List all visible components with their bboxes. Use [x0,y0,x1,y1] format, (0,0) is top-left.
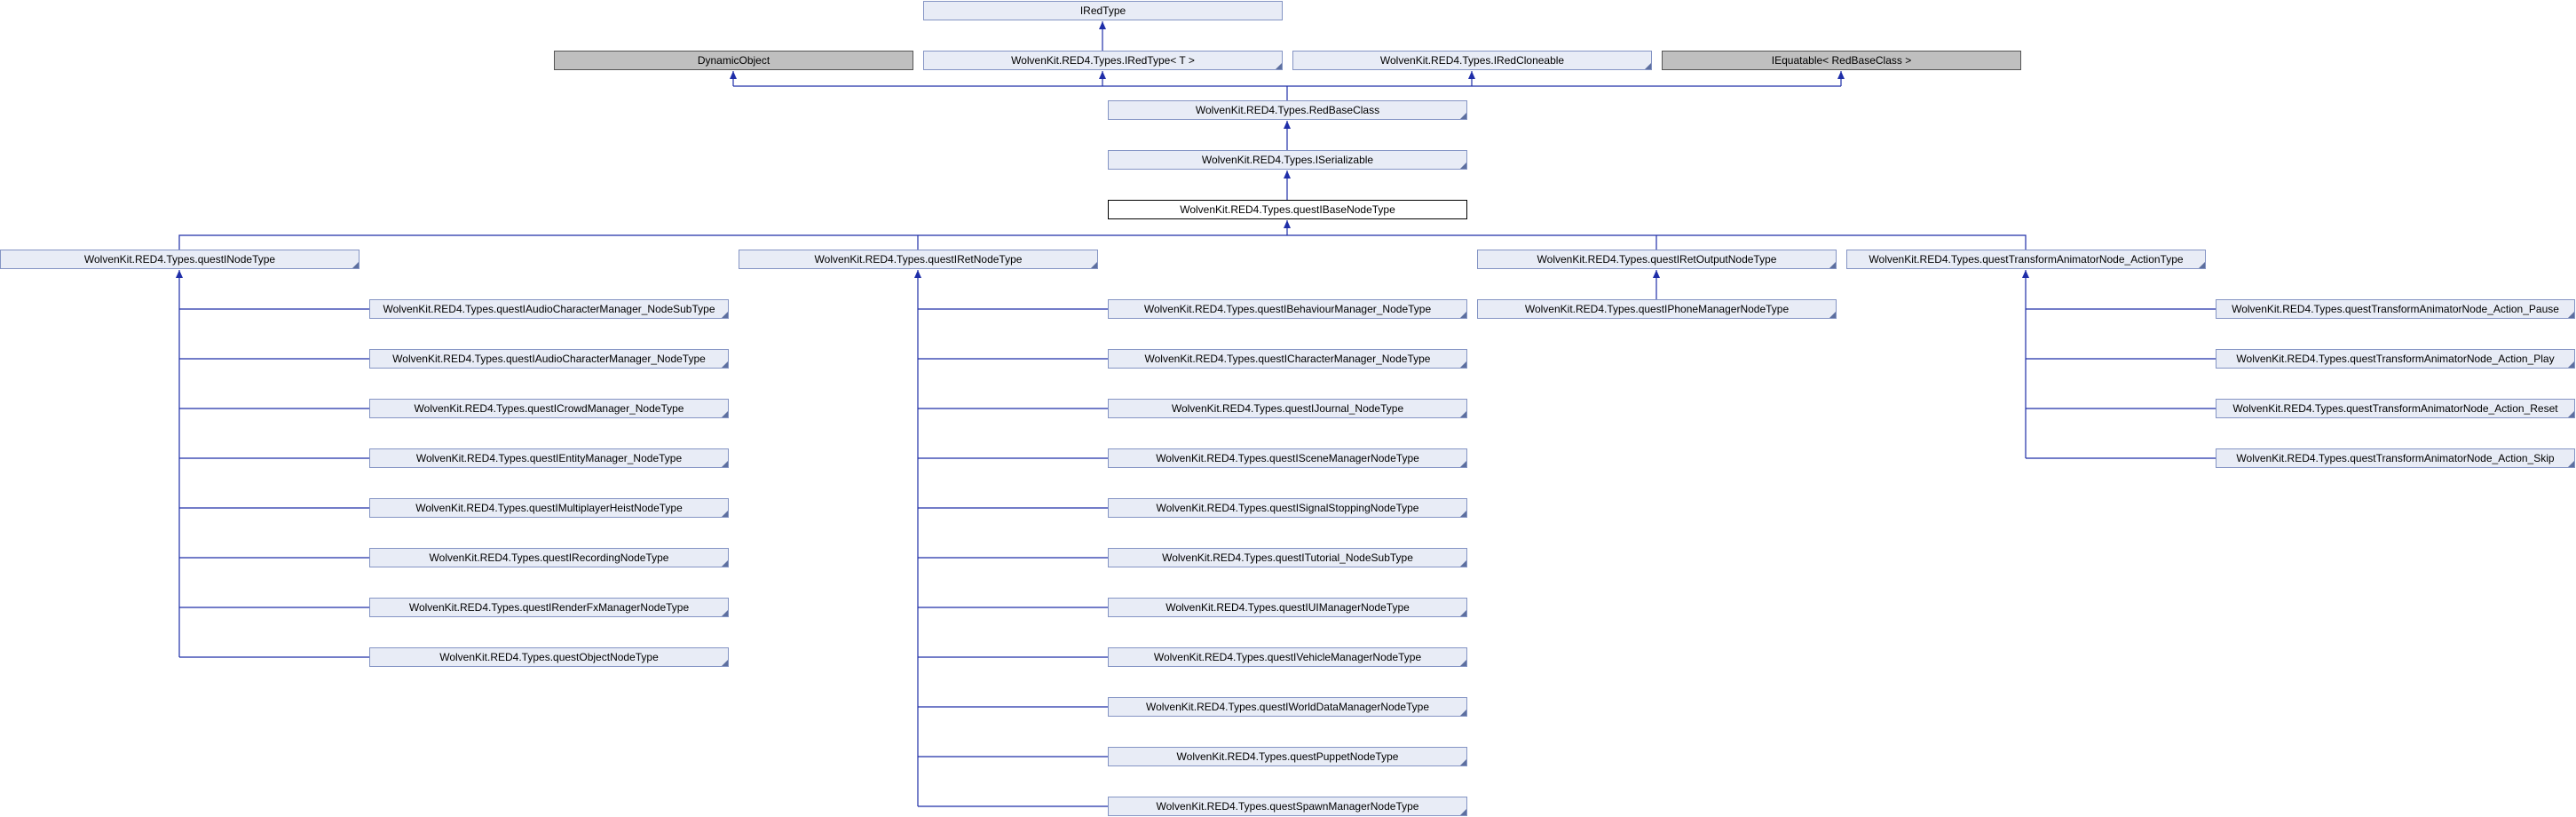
node-questiscenemanagernodetype[interactable]: WolvenKit.RED4.Types.questISceneManagerN… [1108,448,1467,468]
node-action-play[interactable]: WolvenKit.RED4.Types.questTransformAnima… [2216,349,2575,369]
node-questibasenodetype: WolvenKit.RED4.Types.questIBaseNodeType [1108,200,1467,219]
node-iserializable[interactable]: WolvenKit.RED4.Types.ISerializable [1108,150,1467,170]
node-action-reset[interactable]: WolvenKit.RED4.Types.questTransformAnima… [2216,399,2575,418]
node-questirenderfxmanagernodetype[interactable]: WolvenKit.RED4.Types.questIRenderFxManag… [369,598,729,617]
node-questiuimanagernodetype[interactable]: WolvenKit.RED4.Types.questIUIManagerNode… [1108,598,1467,617]
node-questibehaviourmanager-nodetype[interactable]: WolvenKit.RED4.Types.questIBehaviourMana… [1108,299,1467,319]
node-questiretoutputnodetype[interactable]: WolvenKit.RED4.Types.questIRetOutputNode… [1477,250,1837,269]
node-iredcloneable[interactable]: WolvenKit.RED4.Types.IRedCloneable [1292,51,1652,70]
node-questirecordingnodetype[interactable]: WolvenKit.RED4.Types.questIRecordingNode… [369,548,729,567]
node-questiaudiocharactermanager-nodetype[interactable]: WolvenKit.RED4.Types.questIAudioCharacte… [369,349,729,369]
node-questijournal-nodetype[interactable]: WolvenKit.RED4.Types.questIJournal_NodeT… [1108,399,1467,418]
node-questisignalstoppingnodetype[interactable]: WolvenKit.RED4.Types.questISignalStoppin… [1108,498,1467,518]
node-questiretnodetype[interactable]: WolvenKit.RED4.Types.questIRetNodeType [739,250,1098,269]
node-questinodetype[interactable]: WolvenKit.RED4.Types.questINodeType [0,250,360,269]
node-questicrowdmanager-nodetype[interactable]: WolvenKit.RED4.Types.questICrowdManager_… [369,399,729,418]
node-questiphonemanagernodetype[interactable]: WolvenKit.RED4.Types.questIPhoneManagerN… [1477,299,1837,319]
node-questientitymanager-nodetype[interactable]: WolvenKit.RED4.Types.questIEntityManager… [369,448,729,468]
node-action-pause[interactable]: WolvenKit.RED4.Types.questTransformAnima… [2216,299,2575,319]
node-questiaudiocharactermanager-nodesubtype[interactable]: WolvenKit.RED4.Types.questIAudioCharacte… [369,299,729,319]
node-questiworlddatamanagernodetype[interactable]: WolvenKit.RED4.Types.questIWorldDataMana… [1108,697,1467,717]
node-questspawnmanagernodetype[interactable]: WolvenKit.RED4.Types.questSpawnManagerNo… [1108,797,1467,816]
node-questtransformanimatornode-actiontype[interactable]: WolvenKit.RED4.Types.questTransformAnima… [1846,250,2206,269]
node-questobjectnodetype[interactable]: WolvenKit.RED4.Types.questObjectNodeType [369,647,729,667]
node-questimultiplayerheistnodetype[interactable]: WolvenKit.RED4.Types.questIMultiplayerHe… [369,498,729,518]
node-questicharactermanager-nodetype[interactable]: WolvenKit.RED4.Types.questICharacterMana… [1108,349,1467,369]
node-questivehiclemanagernodetype[interactable]: WolvenKit.RED4.Types.questIVehicleManage… [1108,647,1467,667]
node-iredtype: IRedType [923,1,1283,20]
node-questpuppetnodetype[interactable]: WolvenKit.RED4.Types.questPuppetNodeType [1108,747,1467,766]
node-dynamicobject: DynamicObject [554,51,913,70]
node-action-skip[interactable]: WolvenKit.RED4.Types.questTransformAnima… [2216,448,2575,468]
node-iredtype-t[interactable]: WolvenKit.RED4.Types.IRedType< T > [923,51,1283,70]
node-iequatable: IEquatable< RedBaseClass > [1662,51,2021,70]
node-questitutorial-nodesubtype[interactable]: WolvenKit.RED4.Types.questITutorial_Node… [1108,548,1467,567]
edge-row6-bus [178,234,2027,250]
node-redbaseclass[interactable]: WolvenKit.RED4.Types.RedBaseClass [1108,100,1467,120]
